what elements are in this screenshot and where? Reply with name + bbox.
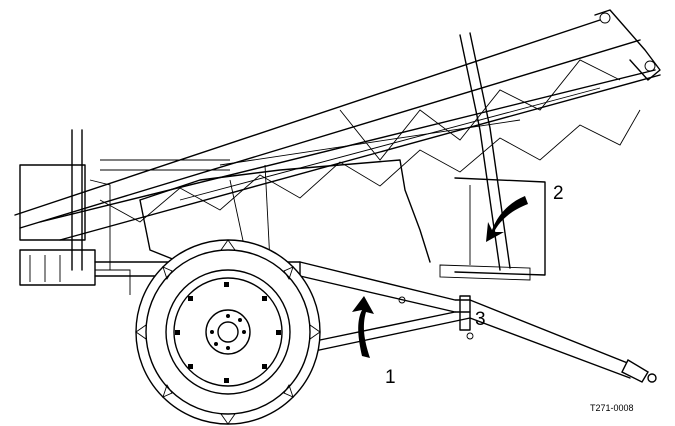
rotate-arrow-icon [352,296,374,358]
callout-1: 1 [385,367,396,388]
callout-3: 3 [475,309,486,330]
platform [439,177,546,281]
wheel-bolts [210,314,246,350]
rim-holes [175,282,281,383]
callout-2: 2 [553,183,564,204]
lift-mast [19,129,230,295]
boom-truss [14,9,661,271]
rotate-arrow-icon [486,196,528,242]
figure-reference: T271-0008 [590,403,634,413]
wheel [135,239,321,425]
tank-body [139,159,431,263]
